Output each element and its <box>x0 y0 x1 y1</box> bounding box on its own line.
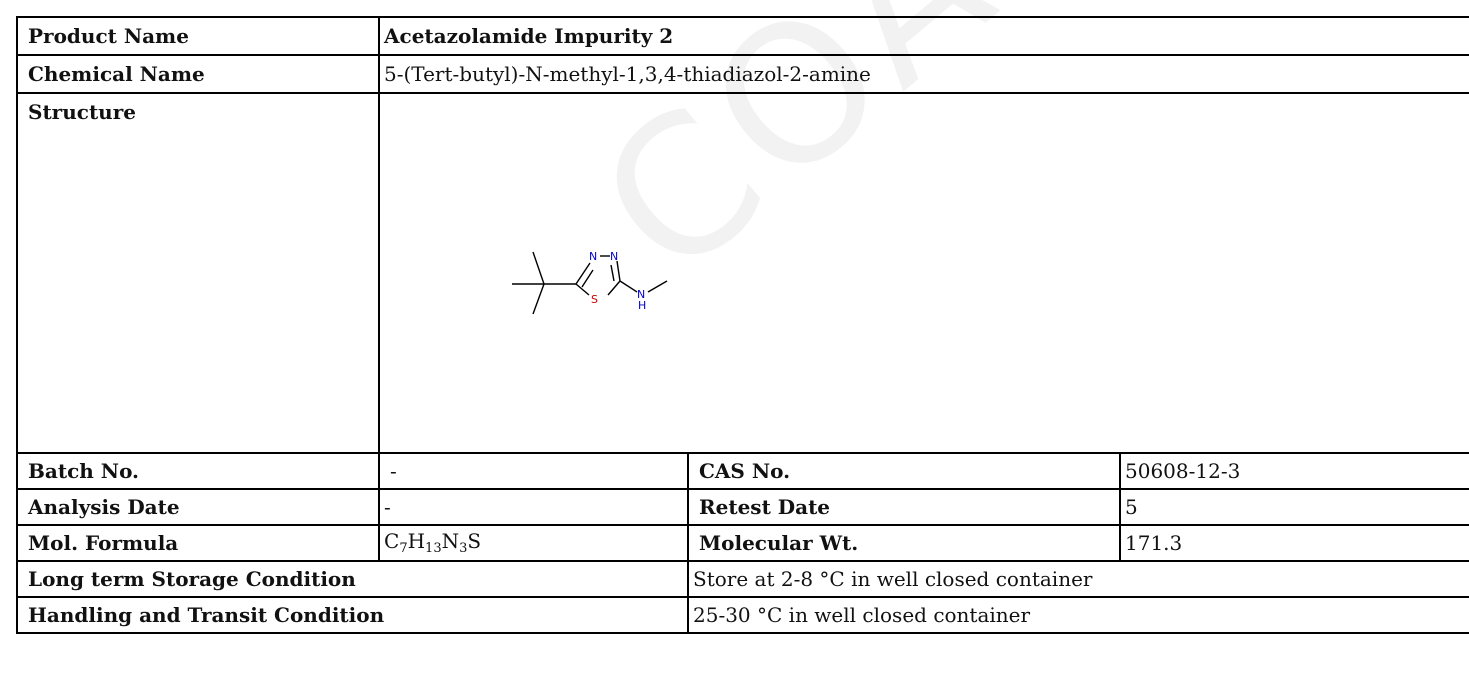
structure-cell: N N S N H <box>377 92 1469 454</box>
formula-c: C <box>384 529 400 554</box>
retest-date-value: 5 <box>1118 488 1469 526</box>
formula-h-count: 13 <box>425 541 442 557</box>
structure-bonds <box>512 251 668 315</box>
cas-no-label: CAS No. <box>687 452 1121 490</box>
atom-s: S <box>591 293 598 306</box>
structure-label: Structure <box>16 92 380 454</box>
handling-label: Handling and Transit Condition <box>16 596 689 634</box>
formula-s: S <box>467 529 482 554</box>
product-name-value: Acetazolamide Impurity 2 <box>377 16 1469 56</box>
row-handling: Handling and Transit Condition 25-30 °C … <box>16 596 1469 634</box>
formula-n: N <box>441 529 460 554</box>
row-chemical-name: Chemical Name 5-(Tert-butyl)-N-methyl-1,… <box>16 54 1469 94</box>
analysis-date-label: Analysis Date <box>16 488 380 526</box>
formula-n-count: 3 <box>459 541 468 557</box>
chemical-name-value: 5-(Tert-butyl)-N-methyl-1,3,4-thiadiazol… <box>377 54 1469 94</box>
batch-no-label: Batch No. <box>16 452 380 490</box>
storage-value: Store at 2-8 °C in well closed container <box>686 560 1469 598</box>
mol-formula-label: Mol. Formula <box>16 524 380 562</box>
mol-formula-value: C7H13N3S <box>378 524 689 562</box>
atom-nh: N <box>637 288 645 301</box>
product-name-label: Product Name <box>16 16 380 56</box>
formula-c-count: 7 <box>399 541 408 557</box>
structure-diagram: N N S N H <box>512 250 668 315</box>
molecular-wt-label: Molecular Wt. <box>687 524 1121 562</box>
batch-no-value: - <box>378 452 689 490</box>
handling-value: 25-30 °C in well closed container <box>686 596 1469 634</box>
row-dates: Analysis Date - Retest Date 5 <box>16 488 1469 526</box>
cas-no-value: 50608-12-3 <box>1118 452 1469 490</box>
atom-h: H <box>638 299 646 312</box>
chemical-name-label: Chemical Name <box>16 54 380 94</box>
atom-n2: N <box>610 250 618 263</box>
row-formula-weight: Mol. Formula C7H13N3S Molecular Wt. 171.… <box>16 524 1469 562</box>
row-structure: Structure <box>16 92 1469 454</box>
analysis-date-value: - <box>378 488 689 526</box>
coa-table: Product Name Acetazolamide Impurity 2 Ch… <box>16 16 1469 634</box>
row-batch-cas: Batch No. - CAS No. 50608-12-3 <box>16 452 1469 490</box>
atom-n1: N <box>589 250 597 263</box>
row-storage: Long term Storage Condition Store at 2-8… <box>16 560 1469 598</box>
molecular-wt-value: 171.3 <box>1118 524 1469 562</box>
storage-label: Long term Storage Condition <box>16 560 689 598</box>
row-product-name: Product Name Acetazolamide Impurity 2 <box>16 16 1469 56</box>
formula-h: H <box>407 529 426 554</box>
retest-date-label: Retest Date <box>687 488 1121 526</box>
